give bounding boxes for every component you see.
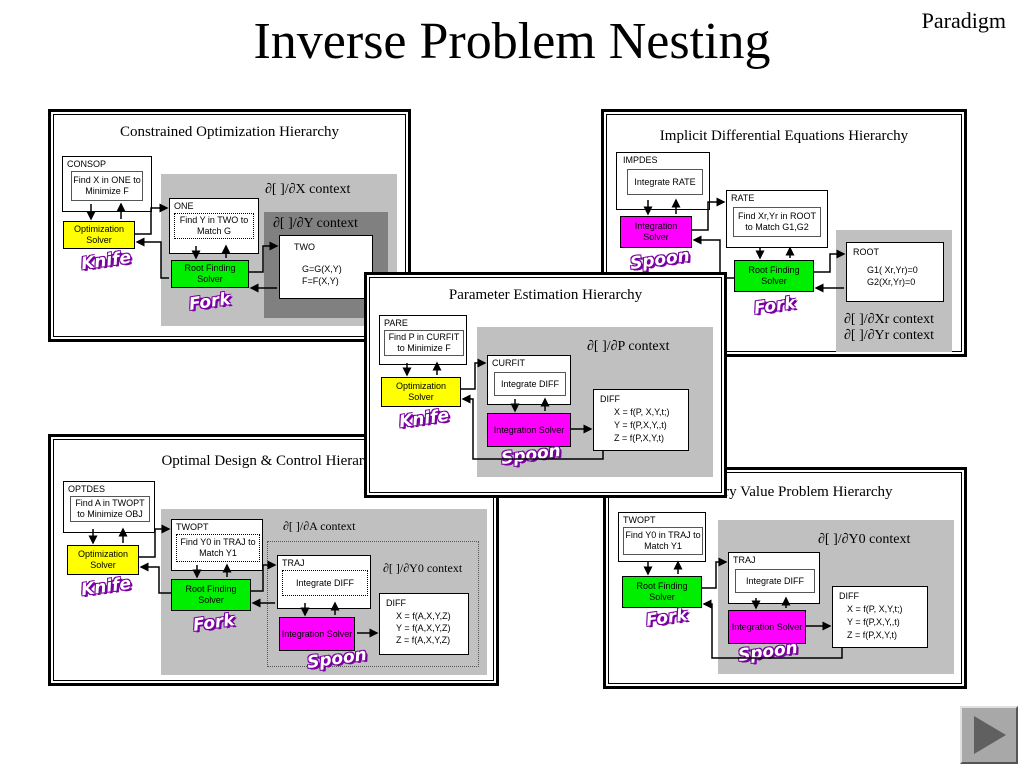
- curfit-box: CURFIT Integrate DIFF: [487, 355, 571, 405]
- box-text: Find A in TWOPT to Minimize OBJ: [70, 496, 150, 522]
- optimization-solver: Optimization Solver: [67, 545, 139, 575]
- box-label: DIFF: [386, 598, 406, 608]
- flow-arrows: [643, 557, 843, 659]
- equation: G=G(X,Y): [302, 264, 342, 274]
- traj-box: TRAJ Integrate DIFF: [728, 552, 820, 604]
- equation: Y = f(P,X,Y,,t): [614, 420, 667, 430]
- box-label: TWO: [294, 242, 315, 252]
- equation: Z = f(P,X,Y,t): [847, 630, 897, 640]
- box-label: TRAJ: [733, 555, 756, 565]
- optdes-box: OPTDES Find A in TWOPT to Minimize OBJ: [63, 481, 155, 533]
- box-text: Integrate DIFF: [282, 570, 368, 596]
- box-text: Integrate DIFF: [735, 569, 815, 593]
- equation: Z = f(P,X,Y,t): [614, 433, 664, 443]
- next-slide-button[interactable]: [960, 706, 1018, 764]
- box-text: Find Y0 in TRAJ to Match Y1: [623, 527, 703, 555]
- integration-solver: Integration Solver: [487, 413, 571, 447]
- context-label-y: ∂[ ]/∂Y context: [273, 216, 358, 231]
- diff-box: DIFF X = f(P, X,Y,t;) Y = f(P,X,Y,,t) Z …: [832, 586, 928, 648]
- root-finding-solver: Root Finding Solver: [171, 260, 249, 288]
- box-label: TWOPT: [176, 522, 209, 532]
- twopt-box: TWOPT Find Y0 in TRAJ to Match Y1: [618, 512, 706, 562]
- panel-title: Constrained Optimization Hierarchy: [119, 124, 340, 140]
- optimization-solver: Optimization Solver: [381, 377, 461, 407]
- box-label: RATE: [731, 193, 755, 203]
- root-finding-solver: Root Finding Solver: [622, 576, 702, 608]
- flow-arrows: [86, 202, 279, 293]
- box-label: TWOPT: [623, 515, 656, 525]
- panel-boundary-value: Boundary Value Problem Hierarchy ∂[ ]/∂Y…: [603, 467, 967, 689]
- panel-title: Optimal Design & Control Hierarchy: [161, 453, 386, 469]
- box-text: Integrate DIFF: [494, 372, 566, 396]
- box-label: PARE: [384, 318, 408, 328]
- box-label: IMPDES: [623, 155, 658, 165]
- equation: G2(Xr,Yr)=0: [867, 277, 916, 287]
- panel-implicit-differential: Implicit Differential Equations Hierarch…: [601, 109, 967, 357]
- paradigm-label: Paradigm: [921, 8, 1006, 33]
- diff-box: DIFF X = f(P, X,Y,t;) Y = f(P,X,Y,,t) Z …: [593, 389, 689, 451]
- panel-optimal-design: Optimal Design & Control Hierarchy ∂[ ]/…: [48, 434, 499, 686]
- context-label-xr: ∂[ ]/∂Xr context: [844, 312, 935, 327]
- box-label: OPTDES: [68, 484, 106, 494]
- context-label-y0: ∂[ ]/∂Y0 context: [383, 561, 463, 575]
- context-region-y0: [267, 541, 479, 667]
- traj-box: TRAJ Integrate DIFF: [277, 555, 371, 609]
- flow-arrows: [88, 524, 379, 638]
- integration-solver: Integration Solver: [728, 610, 806, 644]
- integration-solver: Integration Solver: [279, 617, 355, 651]
- box-text: Find X in ONE to Minimize F: [71, 171, 143, 201]
- root-finding-solver: Root Finding Solver: [734, 260, 814, 292]
- box-label: CURFIT: [492, 358, 525, 368]
- two-box: TWO G=G(X,Y) F=F(X,Y): [279, 235, 373, 299]
- box-text: Find P in CURFIT to Minimize F: [384, 330, 464, 356]
- equation: Z = f(A,X,Y,Z): [396, 635, 451, 645]
- box-text: Find Y in TWO to Match G: [174, 213, 254, 239]
- root-box: ROOT G1( Xr,Yr)=0 G2(Xr,Yr)=0: [846, 242, 944, 302]
- box-text: Find Xr,Yr in ROOT to Match G1,G2: [733, 207, 821, 237]
- context-label-p: ∂[ ]/∂P context: [587, 339, 670, 354]
- context-label-x: ∂[ ]/∂X context: [265, 182, 351, 197]
- impdes-box: IMPDES Integrate RATE: [616, 152, 710, 210]
- rate-box: RATE Find Xr,Yr in ROOT to Match G1,G2: [726, 190, 828, 248]
- equation: X = f(P, X,Y,t;): [847, 604, 903, 614]
- context-label-yr: ∂[ ]/∂Yr context: [844, 328, 935, 343]
- box-label: DIFF: [839, 591, 859, 601]
- equation: X = f(P, X,Y,t;): [614, 407, 670, 417]
- panel-title: Parameter Estimation Hierarchy: [448, 287, 643, 303]
- equation: X = f(A,X,Y,Z): [396, 611, 451, 621]
- play-triangle-icon: [974, 716, 1006, 754]
- context-label-a: ∂[ ]/∂A context: [283, 519, 356, 533]
- page-title: Inverse Problem Nesting: [253, 13, 771, 70]
- equation: Y = f(P,X,Y,,t): [847, 617, 900, 627]
- optimization-solver: Optimization Solver: [63, 221, 135, 249]
- equation: Y = f(A,X,Y,Z): [396, 623, 451, 633]
- pare-box: PARE Find P in CURFIT to Minimize F: [379, 315, 467, 365]
- box-text: Find Y0 in TRAJ to Match Y1: [176, 534, 260, 562]
- box-label: DIFF: [600, 394, 620, 404]
- equation: G1( Xr,Yr)=0: [867, 265, 918, 275]
- equation: F=F(X,Y): [302, 276, 339, 286]
- box-label: ROOT: [853, 247, 879, 257]
- root-finding-solver: Root Finding Solver: [171, 579, 251, 611]
- flow-arrows: [402, 358, 604, 460]
- panel-title: Implicit Differential Equations Hierarch…: [659, 128, 909, 144]
- integration-solver: Integration Solver: [620, 216, 692, 248]
- box-label: ONE: [174, 201, 194, 211]
- box-label: TRAJ: [282, 558, 305, 568]
- box-text: Integrate RATE: [627, 169, 703, 195]
- panel-title: Boundary Value Problem Hierarchy: [677, 484, 893, 500]
- consop-box: CONSOP Find X in ONE to Minimize F: [62, 156, 152, 212]
- flow-arrows: [643, 197, 846, 293]
- twopt-box: TWOPT Find Y0 in TRAJ to Match Y1: [171, 519, 263, 571]
- panel-parameter-estimation: Parameter Estimation Hierarchy ∂[ ]/∂P c…: [364, 272, 727, 498]
- panel-constrained-optimization: Constrained Optimization Hierarchy ∂[ ]/…: [48, 109, 411, 342]
- one-box: ONE Find Y in TWO to Match G: [169, 198, 259, 254]
- box-label: CONSOP: [67, 159, 107, 169]
- context-label-y0: ∂[ ]/∂Y0 context: [818, 532, 911, 547]
- diff-box: DIFF X = f(A,X,Y,Z) Y = f(A,X,Y,Z) Z = f…: [379, 593, 469, 655]
